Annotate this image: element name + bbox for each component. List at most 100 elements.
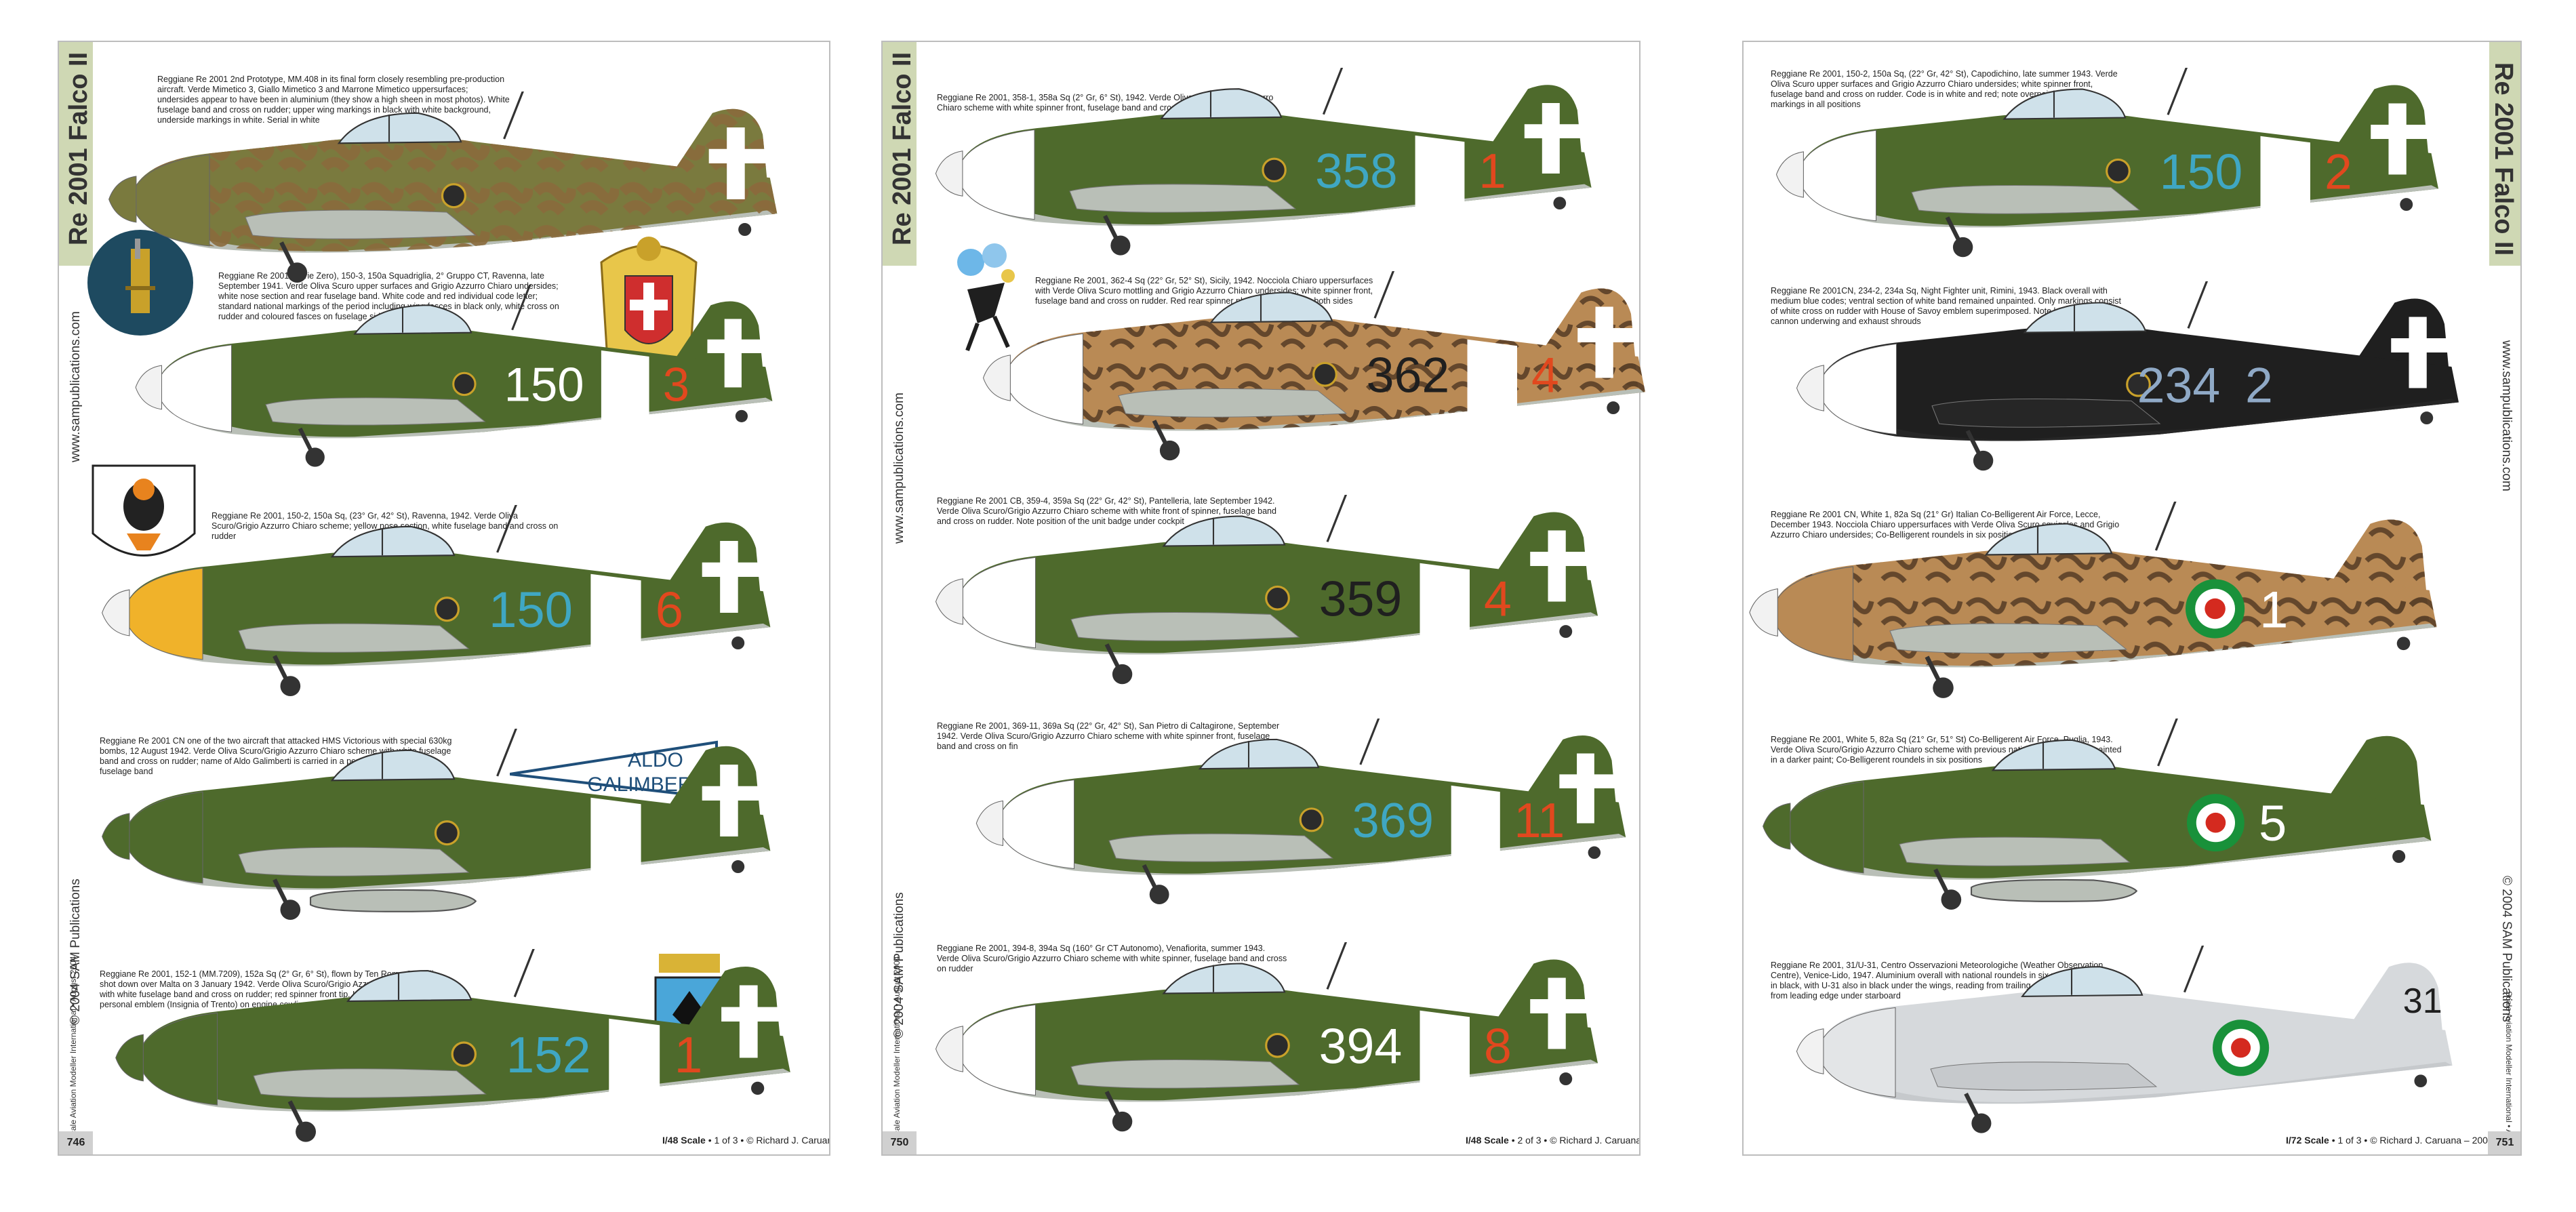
drop-tank xyxy=(1970,878,2138,902)
page-footer: I/48 Scale • 1 of 3 • © Richard J. Carua… xyxy=(662,1135,829,1146)
spinner xyxy=(108,176,137,223)
wing xyxy=(1931,398,2161,428)
spinner xyxy=(135,365,163,410)
wing xyxy=(253,1068,487,1098)
fuselage-underside xyxy=(971,184,1592,226)
fuselage-band xyxy=(590,797,641,871)
side-title: Re 2001 Falco II xyxy=(2489,62,2518,256)
side-website: www.sampublications.com xyxy=(68,311,83,462)
profile-caption: Reggiane Re 2001, 369-11, 369a Sq (22° G… xyxy=(937,721,1280,751)
fuselage-band xyxy=(2260,136,2310,209)
fuselage-underside xyxy=(152,1068,790,1112)
nose-cowling xyxy=(129,154,210,247)
wing xyxy=(265,397,486,426)
canopy xyxy=(1162,515,1286,547)
spinner xyxy=(935,150,963,197)
aircraft-profile: 31 xyxy=(1796,946,2453,1133)
aircraft-profile: 1 xyxy=(1749,502,2437,698)
fuselage-band xyxy=(1467,339,1517,412)
wing xyxy=(238,847,470,876)
profile-caption: Reggiane Re 2001, 150-2, 150a Sq, (23° G… xyxy=(212,511,559,541)
rudder-cross xyxy=(1577,753,1594,824)
canopy xyxy=(330,749,456,782)
aircraft-profile xyxy=(108,92,778,283)
side-title-band xyxy=(883,42,917,266)
fasces-icon xyxy=(1265,585,1290,611)
wing xyxy=(1108,833,1333,862)
nose-cowling xyxy=(1797,129,1877,222)
fasces-icon xyxy=(1299,807,1324,832)
fuselage-band xyxy=(1415,135,1465,207)
profile-caption: Reggiane Re 2001, 150-2, 150a Sq, (22° G… xyxy=(1771,69,2118,109)
canopy xyxy=(2003,88,2127,120)
aircraft-individual-letter: 1 xyxy=(2259,581,2288,639)
spinner xyxy=(935,1026,963,1072)
spinner xyxy=(935,578,963,625)
wing xyxy=(1899,836,2131,866)
canopy xyxy=(2023,302,2147,334)
pennant-line1: ALDO xyxy=(628,749,683,771)
aircraft-individual-letter: 11 xyxy=(1514,794,1565,848)
canopy xyxy=(1160,88,1283,119)
aircraft-individual-letter: 2 xyxy=(2325,144,2352,200)
side-magazine: Scale Aviation Modeller International • … xyxy=(892,956,902,1141)
spinner xyxy=(115,1034,144,1082)
nose-cowling xyxy=(155,344,233,432)
page-number: 750 xyxy=(883,1131,917,1154)
fuselage-band xyxy=(609,1018,660,1093)
spinner xyxy=(1749,588,1778,637)
unit-badge-icon xyxy=(92,464,196,557)
fasces-icon xyxy=(452,371,477,397)
page-footer: I/72 Scale • 1 of 3 • © Richard J. Carua… xyxy=(2286,1135,2493,1146)
side-title-band xyxy=(2489,42,2520,266)
nose-cowling xyxy=(1784,781,1864,874)
fuselage-band xyxy=(590,573,641,647)
footer-credit: • 1 of 3 • © Richard J. Caruana – 2004 xyxy=(708,1135,829,1146)
fuselage-band xyxy=(1420,1010,1470,1083)
fuselage-underside xyxy=(138,623,771,666)
cartoon-badge-icon xyxy=(957,243,1015,352)
wing xyxy=(1930,1062,2158,1091)
aircraft-code: 150 xyxy=(504,358,584,411)
spinner xyxy=(102,589,130,637)
nose-cowling xyxy=(1817,1007,1896,1098)
canopy xyxy=(1984,523,2113,556)
fasces-icon xyxy=(2106,158,2131,184)
aircraft-profile xyxy=(102,729,771,920)
footer-scale: I/72 Scale xyxy=(2286,1135,2329,1146)
wing xyxy=(1911,184,2141,214)
aircraft-individual-letter: 1 xyxy=(675,1026,703,1083)
footer-scale: I/48 Scale xyxy=(1466,1135,1509,1146)
aircraft-code: 358 xyxy=(1315,144,1397,199)
profile-caption: Reggiane Re 2001 CB, 359-4, 359a Sq (22°… xyxy=(937,496,1276,526)
wing xyxy=(1069,184,1297,213)
profile-caption: Reggiane Re 2001 (Serie Zero), 150-3, 15… xyxy=(218,271,559,321)
profile-caption: Reggiane Re 2001, 152-1 (MM.7209), 152a … xyxy=(100,969,441,1009)
spinner xyxy=(1775,151,1804,198)
fuselage-underside xyxy=(169,397,773,439)
footer-scale: I/48 Scale xyxy=(662,1135,706,1146)
wing xyxy=(1118,388,1348,418)
profile-caption: Reggiane Re 2001, 31/U-31, Centro Osserv… xyxy=(1771,961,2122,1001)
profile-caption: Reggiane Re 2001 CN one of the two aircr… xyxy=(100,736,452,776)
aircraft-code: 359 xyxy=(1319,571,1403,627)
profile-caption: Reggiane Re 2001, 394-8, 394a Sq (160° G… xyxy=(937,944,1287,973)
aircraft-individual-letter: 8 xyxy=(1484,1018,1512,1074)
page-footer: I/48 Scale • 2 of 3 • © Richard J. Carua… xyxy=(1466,1135,1639,1146)
canopy xyxy=(1198,738,1320,770)
aircraft-individual-letter: 4 xyxy=(1531,347,1559,403)
wing xyxy=(245,209,477,239)
nose-cowling xyxy=(957,1004,1037,1096)
aircraft-individual-letter: 4 xyxy=(1484,571,1512,627)
side-title-band xyxy=(59,42,93,266)
rudder-cross xyxy=(739,985,758,1058)
canopy xyxy=(1991,739,2116,771)
aircraft-code: 234 xyxy=(2137,357,2221,413)
page-number: 751 xyxy=(2488,1131,2520,1154)
nose-cowling xyxy=(1771,566,1854,661)
